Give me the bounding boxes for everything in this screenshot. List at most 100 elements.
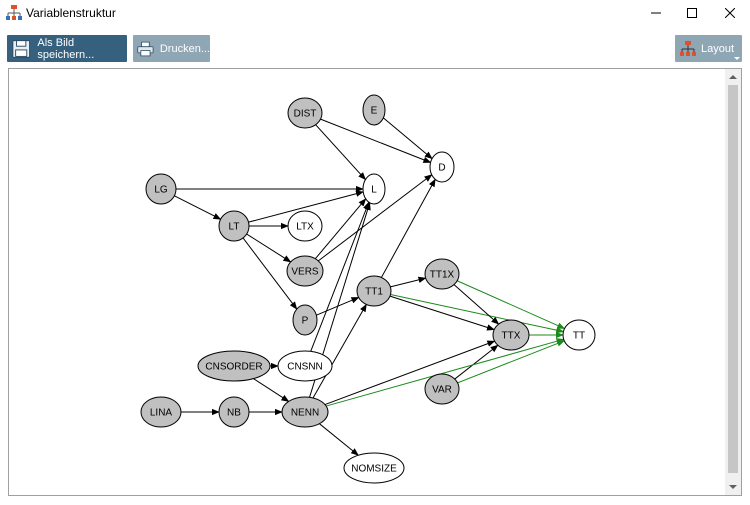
save-as-image-button[interactable]: Als Bild speichern... [7,35,127,62]
node-label: TT [573,331,585,342]
edge-tt1-to-tt1x [390,276,427,288]
node-shape[interactable] [286,255,324,287]
node-label: VERS [291,267,319,278]
edge-nenn-to-nomsize [319,423,359,456]
edge-e-to-d [383,117,433,160]
minimize-icon [651,12,661,14]
node-lt[interactable]: LT [218,210,250,242]
node-shape[interactable] [197,350,271,382]
node-label: CNSNN [287,362,323,373]
node-shape[interactable] [362,94,386,126]
node-label: DIST [294,109,317,120]
edge-var-to-tt [457,340,565,384]
edge-cnsnn-to-l [310,201,370,352]
print-label: Drucken... [159,42,210,55]
printer-icon [137,41,154,56]
print-button[interactable]: Drucken... [133,35,210,62]
node-label: TT1X [430,270,455,281]
edge-var-to-ttx [454,344,499,380]
node-shape[interactable] [362,173,386,205]
vertical-scrollbar[interactable] [725,69,741,495]
node-label: LT [229,222,240,233]
close-icon [725,8,735,18]
dropdown-caret-icon [734,57,740,60]
node-tt1[interactable]: TT1 [356,275,392,307]
node-nenn[interactable]: NENN [281,396,329,428]
edge-tt1-to-d [380,178,436,278]
maximize-button[interactable] [674,0,710,26]
node-shape[interactable] [292,304,318,336]
node-label: P [302,316,309,327]
node-vers[interactable]: VERS [286,255,324,287]
node-shape[interactable] [492,319,530,351]
node-shape[interactable] [281,396,329,428]
node-label: CNSORDER [205,362,262,373]
minimize-button[interactable] [638,0,674,26]
node-var[interactable]: VAR [424,373,460,405]
node-shape[interactable] [356,275,392,307]
edge-lt-to-l [248,190,364,223]
edge-lt-to-vers [246,233,292,263]
toolbar: Als Bild speichern... Drucken... Layout [0,26,750,68]
node-shape[interactable] [277,350,333,382]
node-tt1x[interactable]: TT1X [424,258,460,290]
edge-dist-to-d [320,118,432,163]
edge-tt1-to-tt [390,294,565,334]
node-shape[interactable] [343,452,405,484]
node-shape[interactable] [429,151,455,183]
node-label: LINA [150,408,173,419]
node-shape[interactable] [287,97,323,129]
node-label: TT1 [365,287,383,298]
node-nomsize[interactable]: NOMSIZE [343,452,405,484]
node-label: VAR [432,385,452,396]
node-d[interactable]: D [429,151,455,183]
node-cnsnn[interactable]: CNSNN [277,350,333,382]
edge-dist-to-l [315,124,366,181]
node-label: LTX [296,222,314,233]
node-l[interactable]: L [362,173,386,205]
maximize-icon [687,8,697,18]
title-bar: Variablenstruktur [0,0,750,26]
edge-nenn-to-ttx [324,340,496,406]
node-shape[interactable] [218,396,250,428]
node-tt[interactable]: TT [562,319,596,351]
scroll-down-icon[interactable] [729,485,737,489]
node-label: D [438,163,445,174]
layout-hierarchy-icon [680,40,696,56]
edge-tt1-to-ttx [389,295,495,331]
node-shape[interactable] [424,258,460,290]
edge-nenn-to-tt [325,338,565,407]
node-p[interactable]: P [292,304,318,336]
node-nb[interactable]: NB [218,396,250,428]
node-lg[interactable]: LG [145,173,177,205]
scrollbar-thumb[interactable] [728,85,738,473]
node-label: L [371,185,377,196]
hierarchy-icon [6,5,22,20]
node-label: NB [227,408,241,419]
node-shape[interactable] [287,210,323,242]
layout-label: Layout [701,42,735,55]
node-shape[interactable] [140,396,182,428]
graph-edges [174,117,566,456]
node-shape[interactable] [218,210,250,242]
node-shape[interactable] [424,373,460,405]
node-cnsorder[interactable]: CNSORDER [197,350,271,382]
edge-vers-to-l [314,198,367,260]
node-label: LG [154,185,168,196]
node-dist[interactable]: DIST [287,97,323,129]
edge-tt1x-to-tt [456,280,566,330]
node-shape[interactable] [562,319,596,351]
node-shape[interactable] [145,173,177,205]
scroll-up-icon[interactable] [729,75,737,79]
edge-lg-to-lt [174,195,222,220]
node-lina[interactable]: LINA [140,396,182,428]
node-ltx[interactable]: LTX [287,210,323,242]
layout-button[interactable]: Layout [675,35,742,62]
node-label: NENN [291,408,319,419]
close-button[interactable] [712,0,748,26]
node-ttx[interactable]: TTX [492,319,530,351]
node-e[interactable]: E [362,94,386,126]
